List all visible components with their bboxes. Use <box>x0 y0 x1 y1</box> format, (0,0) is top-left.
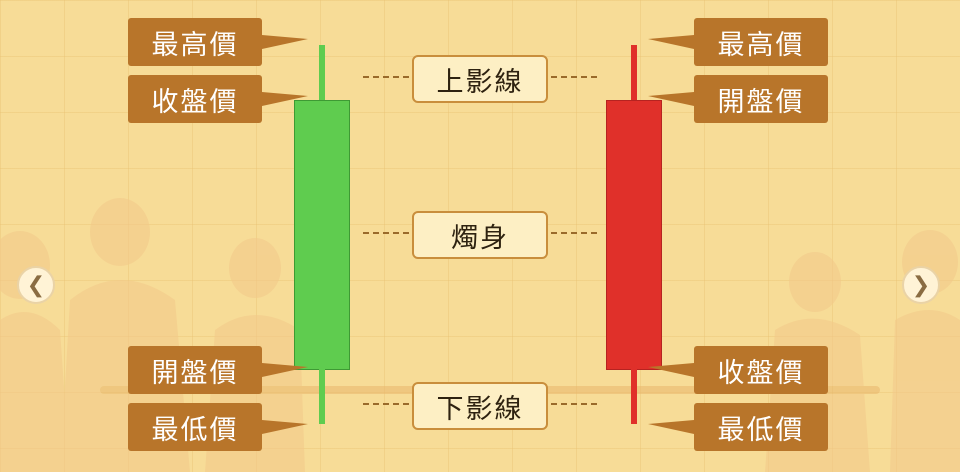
chevron-left-icon: ❮ <box>26 272 46 298</box>
body-label: 燭身 <box>412 211 548 259</box>
body-guide-right <box>551 232 597 234</box>
upper-shadow-guide-left <box>363 76 409 78</box>
upper-shadow-guide-right <box>551 76 597 78</box>
upper-shadow-label: 上影線 <box>412 55 548 103</box>
next-slide-button[interactable]: ❯ <box>902 266 940 304</box>
lower-shadow-guide-right <box>551 403 597 405</box>
right-high-label: 最高價 <box>648 18 828 66</box>
left-low-label: 最低價 <box>128 403 308 451</box>
lower-shadow-label: 下影線 <box>412 382 548 430</box>
bearish-upper-shadow <box>631 45 637 102</box>
left-high-label: 最高價 <box>128 18 308 66</box>
chevron-right-icon: ❯ <box>911 272 931 298</box>
body-guide-left <box>363 232 409 234</box>
bullish-lower-shadow <box>319 368 325 424</box>
bearish-lower-shadow <box>631 368 637 424</box>
left-close-label: 收盤價 <box>128 75 308 123</box>
bullish-body <box>294 100 350 370</box>
right-open-label: 開盤價 <box>648 75 828 123</box>
prev-slide-button[interactable]: ❮ <box>17 266 55 304</box>
right-low-label: 最低價 <box>648 403 828 451</box>
right-close-label: 收盤價 <box>648 346 828 394</box>
bearish-body <box>606 100 662 370</box>
bullish-upper-shadow <box>319 45 325 102</box>
left-open-label: 開盤價 <box>128 346 308 394</box>
lower-shadow-guide-left <box>363 403 409 405</box>
